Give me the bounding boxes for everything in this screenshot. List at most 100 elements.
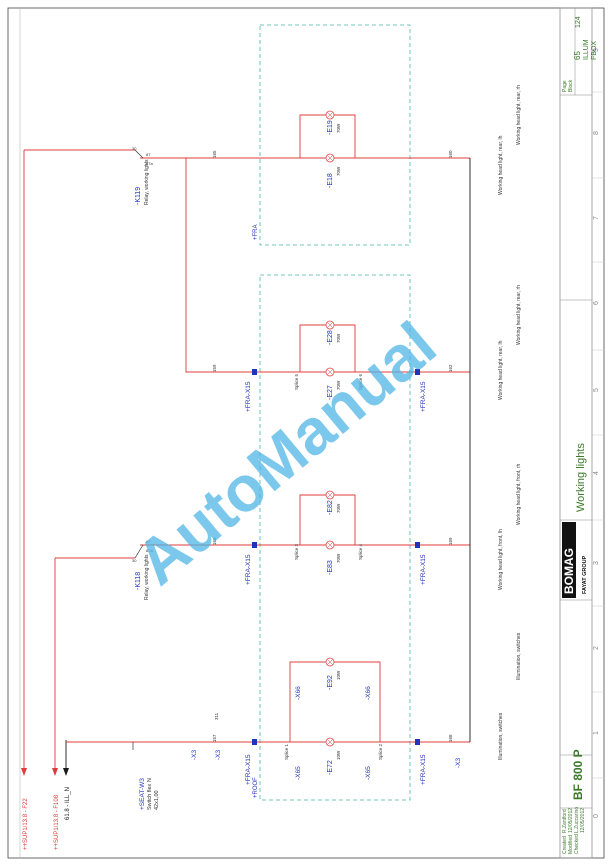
lamp-e83-ref: -E83 — [327, 560, 334, 575]
group-text: FAYAT GROUP — [582, 555, 588, 594]
page-frame — [7, 7, 605, 859]
model-name: BF 800 P — [571, 749, 585, 800]
svg-text:87a: 87a — [146, 161, 153, 166]
caption-8: Working head light, rear, rh — [516, 85, 522, 145]
supply-lines: ++SUP1/13.8 - F22 ++SUP1/13.8 - F108 61.… — [21, 150, 71, 850]
block-label: Block — [568, 79, 574, 92]
lamp-e28-ref: -E28 — [327, 330, 334, 345]
svg-text:42x1,00: 42x1,00 — [154, 790, 160, 810]
lamp-e92-ref: -E92 — [327, 675, 334, 690]
lamp-e82-ref: -E82 — [327, 500, 334, 515]
modified-label: Modified — [568, 835, 574, 854]
col-4: 4 — [593, 471, 600, 475]
wire-169: 169 — [448, 537, 453, 545]
x3-terminal-c: -X3 — [455, 758, 462, 769]
block-value: ILLUM — [583, 39, 590, 60]
fra-x15-6: +FRA-X15 — [420, 381, 427, 412]
caption-1: Illumination, switches — [498, 712, 504, 760]
supply-f108-label: ++SUP1/13.8 - F108 — [54, 794, 60, 850]
brand-text: BOMAG — [562, 548, 576, 594]
branch-wires — [24, 114, 471, 743]
roof-box — [259, 274, 411, 801]
lamp-e18-ref: -E18 — [327, 173, 334, 188]
created-label: Created — [562, 836, 568, 854]
sheet-title: Working lights — [575, 443, 587, 512]
svg-text:70W: 70W — [336, 553, 341, 563]
x3-terminal-b: -X3 — [215, 750, 222, 761]
caption-4: Working head light, front, rh — [516, 463, 522, 525]
x65-b: -X65 — [365, 766, 372, 780]
doc-value: FBOX — [591, 41, 598, 60]
connectors — [252, 369, 420, 745]
col-8: 8 — [593, 131, 600, 135]
svg-text:30: 30 — [132, 146, 137, 151]
wire-168: 168 — [448, 734, 453, 742]
checked-name: L.Zuccarino — [574, 807, 580, 833]
supply-illn-label: 61.8 - ILL_N — [65, 787, 71, 820]
wire-311: 311 — [214, 712, 219, 720]
splice-1: Splice 1 — [284, 743, 289, 760]
roof-area-label: +ROOF — [253, 777, 259, 798]
caption-7: Working head light, rear, lh — [498, 135, 504, 195]
x3-terminal-a: -X3 — [191, 750, 198, 761]
svg-text:-K118: -K118 — [135, 572, 142, 590]
page-total: 124 — [575, 16, 582, 28]
col-3: 3 — [593, 561, 600, 565]
title-block: Created Modified Checked R.Zantford 12/0… — [559, 7, 598, 859]
created-name: R.Zantford — [562, 809, 568, 833]
svg-text:70W: 70W — [336, 123, 341, 133]
fra-x15-5: +FRA-X15 — [245, 381, 252, 412]
fra-x15-2: +FRA-X15 — [420, 754, 427, 785]
bomag-logo: BOMAG FAYAT GROUP — [562, 522, 588, 598]
splice-4: Splice 4 — [358, 543, 363, 560]
svg-text:70W: 70W — [336, 380, 341, 390]
col-1: 1 — [593, 731, 600, 735]
wire-165: 165 — [212, 150, 217, 158]
checked-date: 12/05/2012 — [580, 808, 586, 833]
lamp-e19-ref: -E19 — [327, 120, 334, 135]
seat-switch: +SEAT-W3 Switch flex N 42x1,00 — [132, 742, 160, 810]
checked-label: Checked — [574, 834, 580, 854]
relay-k118: -K118 Relay, working lights 30 87 87a — [132, 539, 153, 600]
caption-5: Working head light, rear, lh — [498, 340, 504, 400]
col-0: 0 — [593, 814, 600, 818]
svg-text:Relay, working lights: Relay, working lights — [144, 159, 150, 205]
svg-text:70W: 70W — [336, 503, 341, 513]
svg-text:10W: 10W — [336, 670, 341, 680]
col-5: 5 — [593, 388, 600, 392]
svg-text:30: 30 — [132, 558, 137, 563]
created-date: 12/05/2012 — [568, 808, 574, 833]
wire-157: 157 — [212, 734, 217, 742]
caption-6: Working head light, rear, rh — [516, 285, 522, 345]
svg-text:70W: 70W — [336, 166, 341, 176]
col-9: 9 — [593, 48, 600, 52]
col-6: 6 — [593, 301, 600, 305]
svg-text:10W: 10W — [336, 750, 341, 760]
x66-b: -X66 — [365, 686, 372, 700]
fra-box-top — [259, 24, 411, 246]
fra-x15-3: +FRA-X15 — [245, 554, 252, 585]
watermark: AutoManual — [122, 308, 449, 599]
fra-area-label: +FRA — [253, 224, 259, 240]
wire-162: 162 — [448, 364, 453, 372]
splice-2: Splice 2 — [378, 743, 383, 760]
svg-text:87: 87 — [146, 539, 151, 544]
lamp-e72-ref: -E72 — [327, 760, 334, 775]
wire-166: 166 — [212, 537, 217, 545]
svg-text:+SEAT-W3: +SEAT-W3 — [139, 778, 146, 810]
splice-6: Splice 6 — [358, 373, 363, 390]
svg-text:87a: 87a — [146, 548, 153, 553]
svg-text:Switch flex N: Switch flex N — [147, 778, 153, 810]
page-number: 65 — [573, 51, 582, 60]
svg-text:Relay, working lights: Relay, working lights — [144, 554, 150, 600]
page-label: Page — [562, 80, 568, 92]
x65-a: -X65 — [295, 766, 302, 780]
fra-x15-4: +FRA-X15 — [420, 554, 427, 585]
svg-text:-K119: -K119 — [135, 187, 142, 205]
col-2: 2 — [593, 646, 600, 650]
wire-159: 159 — [212, 364, 217, 372]
fra-x15-1: +FRA-X15 — [245, 754, 252, 785]
relay-k119: -K119 Relay, working lights 30 87 87a — [132, 146, 153, 205]
